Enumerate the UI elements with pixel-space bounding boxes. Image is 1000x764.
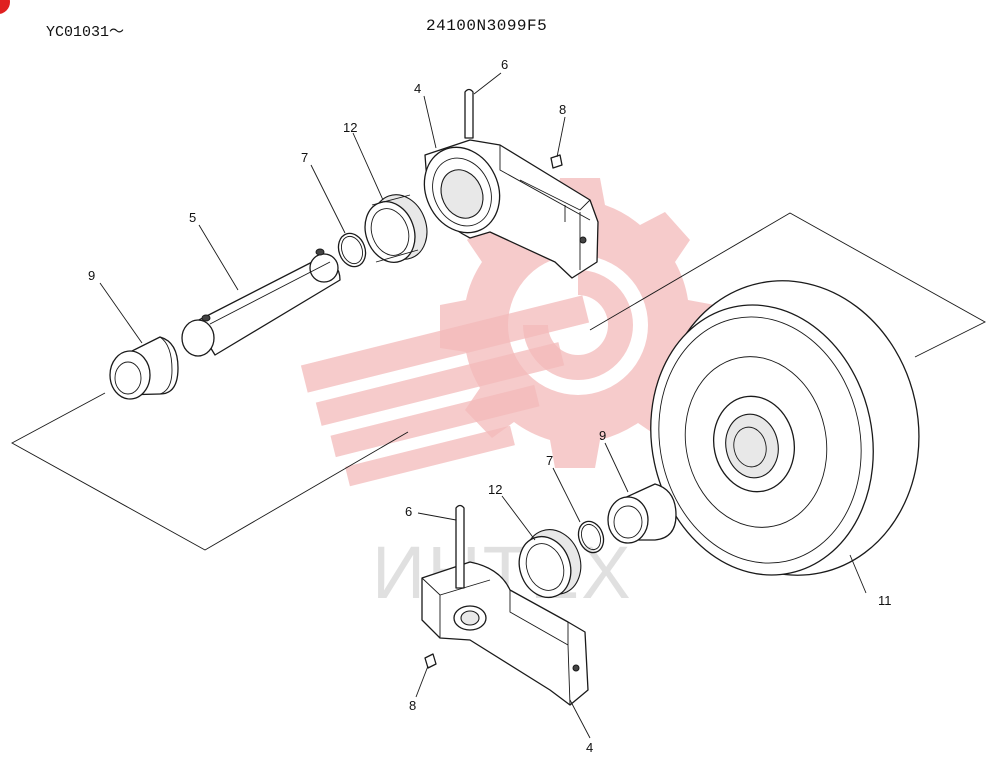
corner-marker (0, 0, 10, 14)
callout-6-top: 6 (501, 57, 508, 72)
callout-8-bottom: 8 (409, 698, 416, 713)
callout-6-bottom: 6 (405, 504, 412, 519)
callout-12-bottom: 12 (488, 482, 502, 497)
callout-4-bottom: 4 (586, 740, 593, 755)
bushing-right (607, 483, 677, 544)
serial-range-label: YC01031～ (46, 24, 125, 41)
callout-8-top: 8 (559, 102, 566, 117)
callout-labels: 9 5 7 12 4 6 8 11 9 7 12 6 8 4 (88, 57, 892, 755)
callout-4-top: 4 (414, 81, 421, 96)
o-ring-top (337, 232, 367, 268)
bushing-left (109, 336, 179, 400)
bracket-top (423, 88, 599, 279)
callout-9-right: 9 (599, 428, 606, 443)
idler-wheel (650, 280, 920, 576)
callout-11: 11 (878, 593, 892, 608)
o-ring-bottom (577, 520, 605, 554)
callout-5: 5 (189, 210, 196, 225)
assembly-axis-lines (11, 212, 986, 551)
floating-seal-bottom (518, 529, 582, 599)
callout-7-bottom: 7 (546, 453, 553, 468)
floating-seal-top (364, 194, 428, 263)
leader-lines (99, 72, 867, 739)
shaft (181, 248, 341, 357)
bracket-bottom (421, 504, 589, 706)
callout-9-left: 9 (88, 268, 95, 283)
callout-12-top: 12 (343, 120, 357, 135)
part-number-label: 24100N3099F5 (426, 17, 548, 35)
callout-7-top: 7 (301, 150, 308, 165)
